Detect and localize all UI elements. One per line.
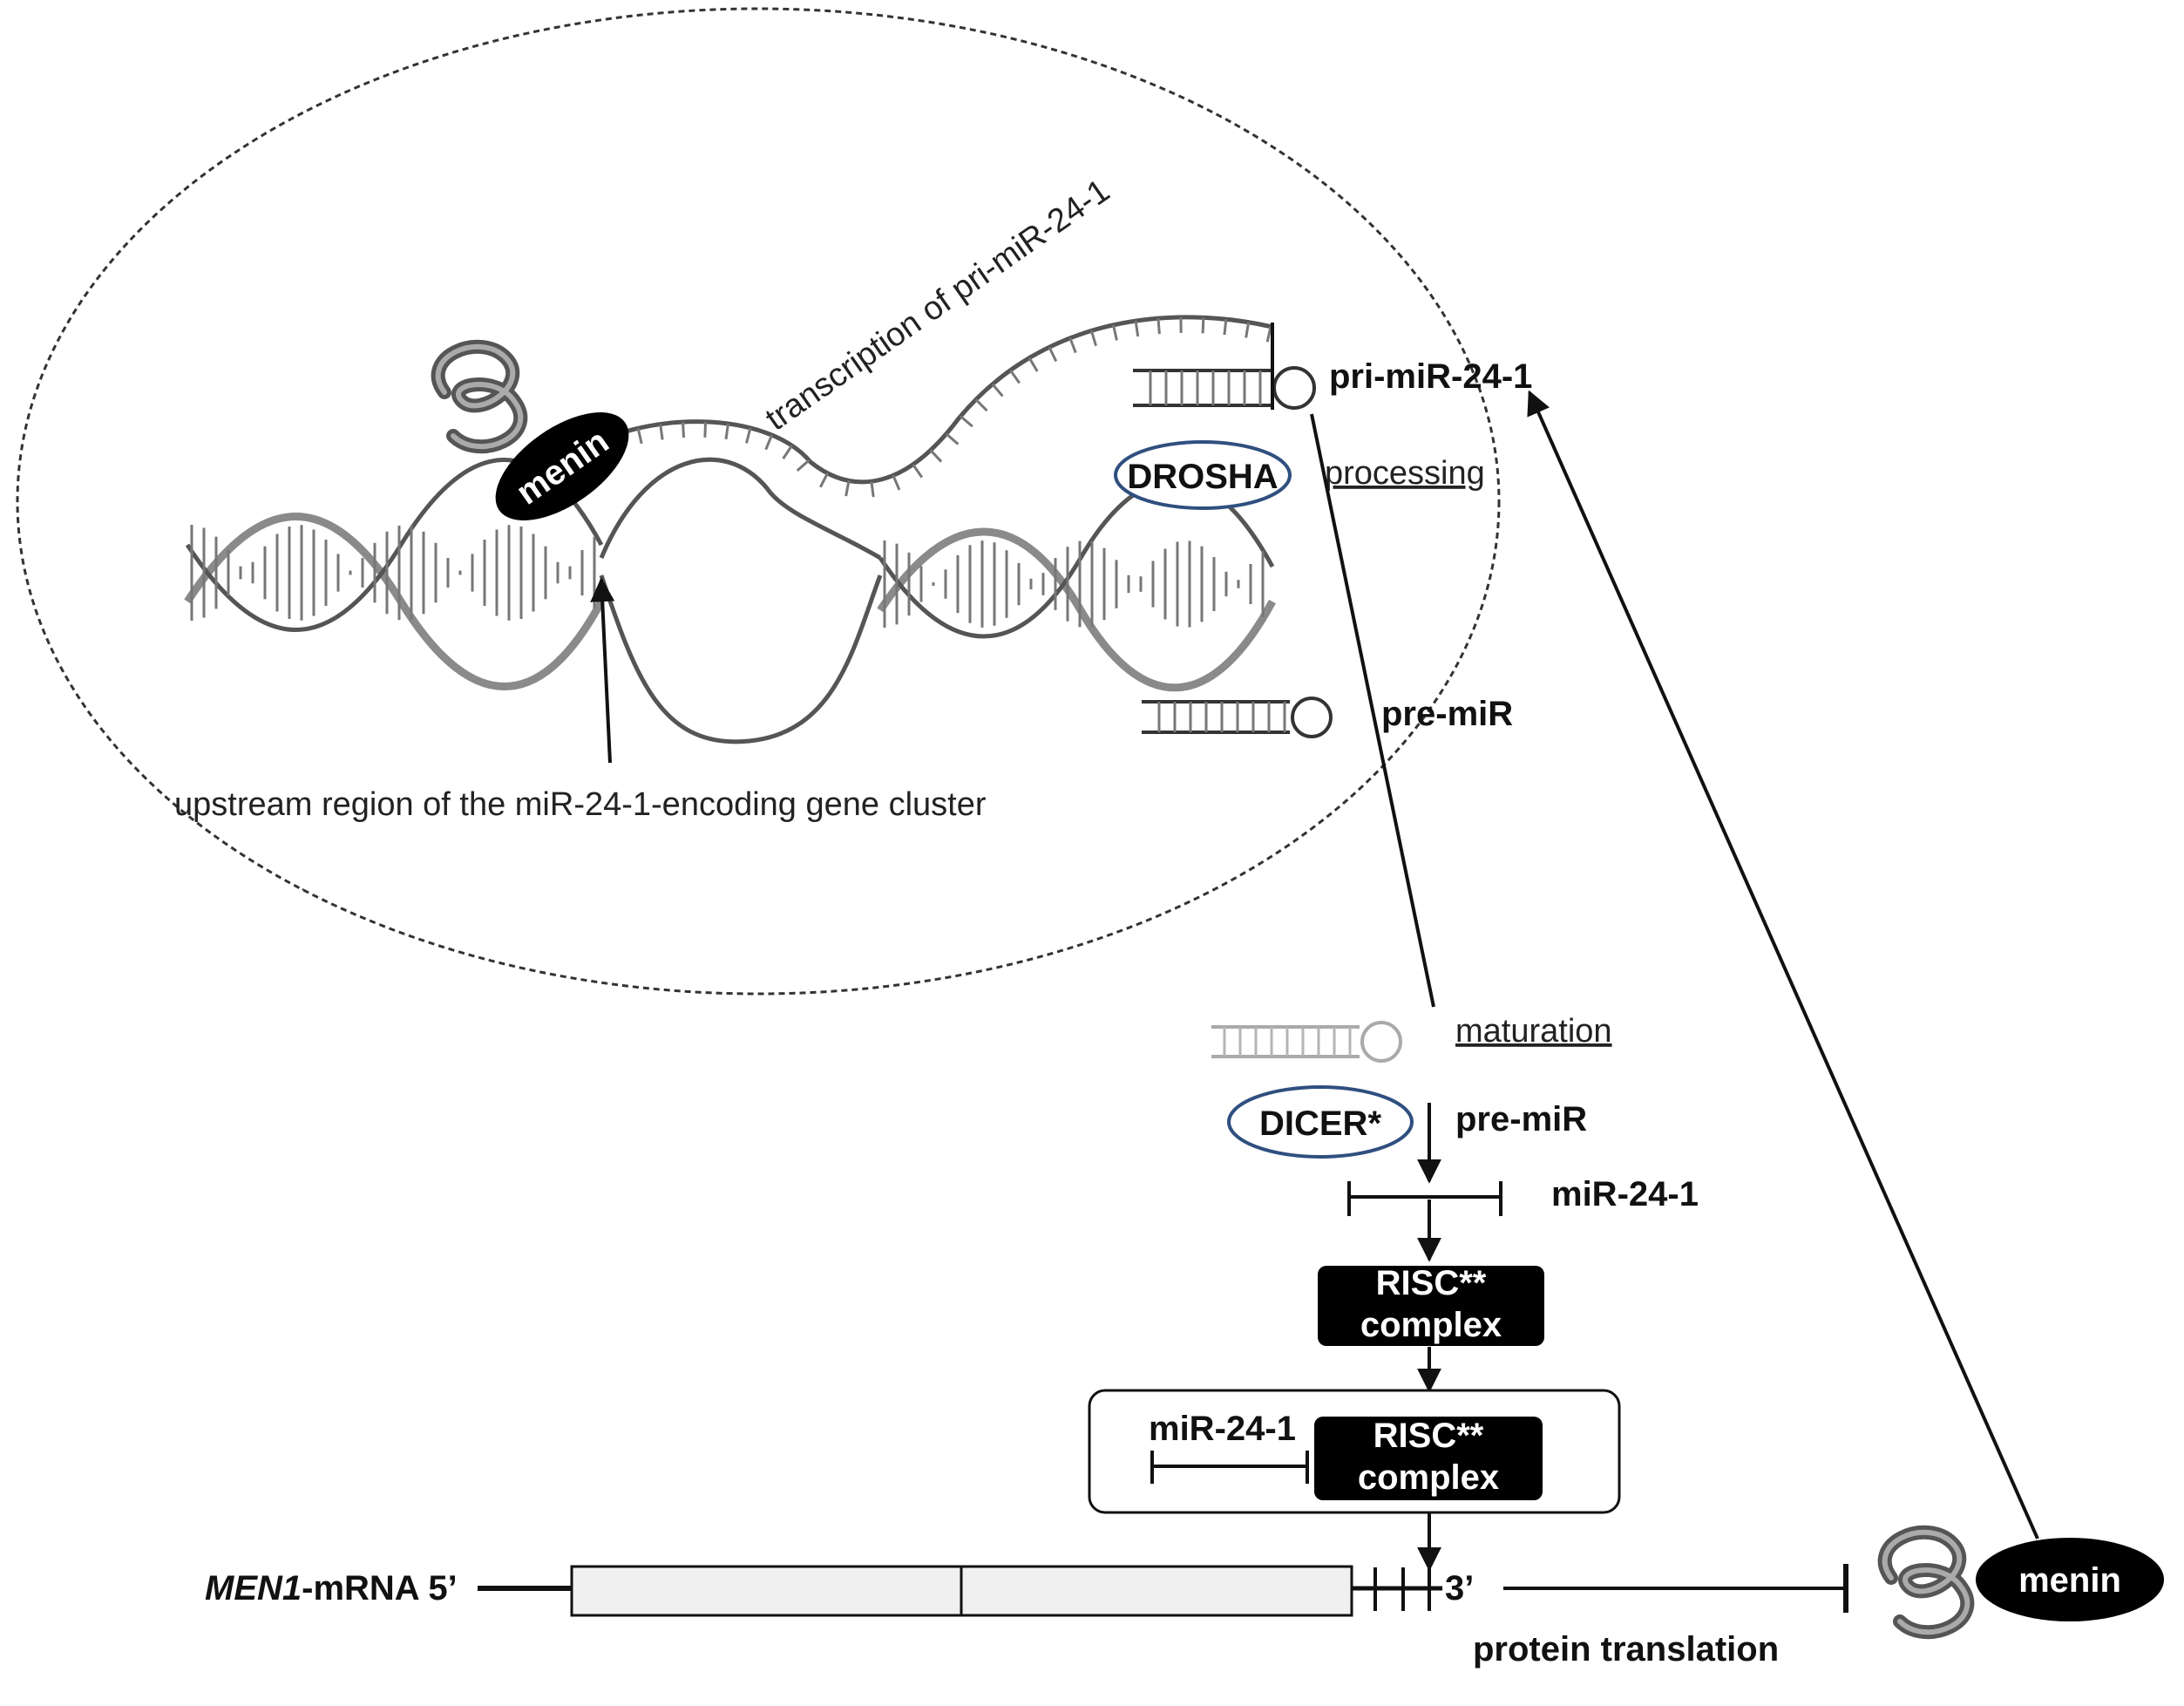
mir-24-1-label: miR-24-1 xyxy=(1551,1175,1699,1213)
helix-rung xyxy=(1134,320,1140,337)
helix-rung xyxy=(764,434,774,451)
menin-protein-structure-icon-cytoplasm xyxy=(1877,1525,1975,1640)
drosha-enzyme: DROSHA xyxy=(1114,440,1292,510)
translation-inhibition xyxy=(1503,1564,1848,1613)
upstream-arrow xyxy=(590,577,615,764)
dna-helix-right xyxy=(877,478,1276,692)
men1-mrna-label: MEN1-mRNA 5’ xyxy=(205,1569,458,1607)
helix-rung xyxy=(659,424,664,440)
svg-text:complex: complex xyxy=(1358,1458,1499,1497)
helix-rung xyxy=(745,427,752,444)
men1-mrna-strand xyxy=(478,1565,1442,1617)
helix-rung xyxy=(844,480,851,497)
transcription-bubble xyxy=(573,315,1273,744)
svg-text:DROSHA: DROSHA xyxy=(1127,458,1278,496)
helix-rung xyxy=(960,415,973,428)
mature-mir-24-1-strand xyxy=(1347,1181,1502,1216)
pre-mir-nucleus-label: pre-miR xyxy=(1381,695,1513,733)
helix-rung xyxy=(1048,346,1058,363)
upstream-label: upstream region of the miR-24-1-encoding… xyxy=(174,786,987,823)
menin-badge-cytoplasm: menin xyxy=(1976,1538,2164,1621)
maturation-label: maturation xyxy=(1455,1013,1612,1050)
dicer-enzyme: DICER* xyxy=(1227,1085,1414,1159)
helix-rung xyxy=(1265,326,1272,343)
helix-rung xyxy=(991,383,1004,398)
pre-mir-hairpin-nucleus xyxy=(1142,697,1333,738)
export-line xyxy=(1310,413,1435,1008)
helix-rung xyxy=(1245,322,1251,338)
helix-rung xyxy=(782,445,793,459)
helix-rung xyxy=(1089,330,1097,347)
svg-text:menin: menin xyxy=(2018,1561,2121,1600)
helix-rung xyxy=(912,463,924,479)
helix-rung xyxy=(1068,337,1077,354)
svg-text:DICER*: DICER* xyxy=(1259,1104,1381,1143)
risc-complex: RISC** complex xyxy=(1318,1264,1544,1346)
three-prime-label: 3’ xyxy=(1445,1569,1474,1607)
pri-mir-hairpin xyxy=(1133,323,1316,410)
pre-mir-hairpin-cytoplasm xyxy=(1211,1021,1402,1063)
helix-rung xyxy=(796,459,811,472)
helix-rung xyxy=(1112,324,1118,341)
svg-text:RISC**: RISC** xyxy=(1373,1417,1484,1455)
menin-protein-structure-icon xyxy=(431,339,528,454)
mir-24-1-bound-label: miR-24-1 xyxy=(1149,1410,1296,1448)
helix-rung xyxy=(870,481,875,498)
mir-risc-bound-complex: miR-24-1 RISC** complex xyxy=(1088,1389,1621,1514)
transcription-label: transcription of pri-miR-24-1 xyxy=(759,173,1116,438)
helix-rung xyxy=(636,427,643,445)
svg-text:complex: complex xyxy=(1360,1306,1502,1344)
helix-rung xyxy=(724,423,729,440)
helix-rung xyxy=(1201,317,1205,334)
processing-label: processing xyxy=(1325,455,1485,492)
helix-rung xyxy=(929,449,943,463)
helix-rung xyxy=(1028,357,1039,372)
helix-rung xyxy=(1009,369,1021,384)
helix-rung xyxy=(1223,319,1228,336)
helix-rung xyxy=(1156,318,1161,335)
dna-helix-left xyxy=(184,458,605,690)
helix-rung xyxy=(819,472,829,488)
pre-mir-cytoplasm-label: pre-miR xyxy=(1455,1100,1587,1138)
helix-rung xyxy=(974,398,988,412)
svg-text:RISC**: RISC** xyxy=(1376,1264,1487,1302)
helix-rung xyxy=(945,432,960,445)
helix-rung xyxy=(703,421,708,438)
nucleus-outline xyxy=(16,7,1501,996)
feedback-arrow xyxy=(1527,390,2039,1539)
helix-rung xyxy=(892,474,901,491)
protein-translation-label: protein translation xyxy=(1473,1630,1779,1669)
helix-rung xyxy=(682,422,685,438)
pri-mir-label: pri-miR-24-1 xyxy=(1329,357,1532,396)
